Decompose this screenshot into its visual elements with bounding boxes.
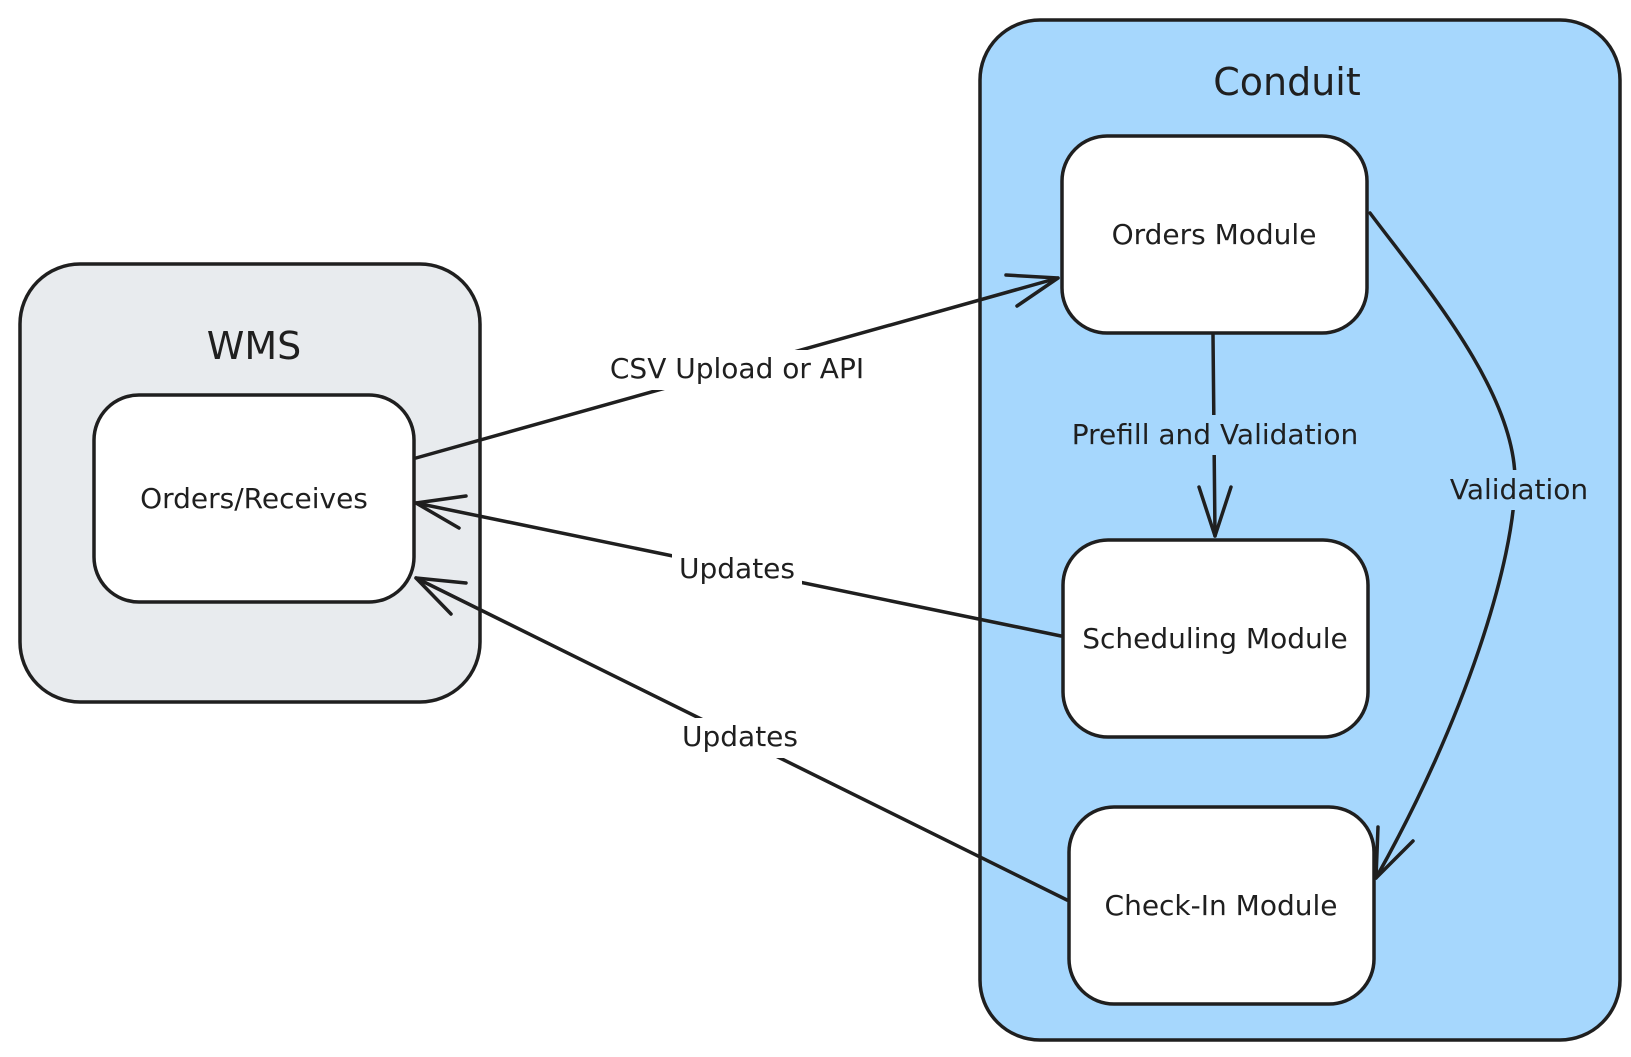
node-scheduling-module-box[interactable]: [1061, 538, 1370, 739]
node-orders-module[interactable]: Orders Module: [1060, 134, 1369, 335]
node-checkin-module-label: Check-In Module: [1105, 889, 1338, 922]
edge-validation-label-bg: [1444, 470, 1594, 510]
group-conduit-title: Conduit: [1213, 60, 1361, 104]
edge-csv-upload: CSV Upload or API: [414, 273, 1060, 460]
edge-prefill-validation-label: Prefill and Validation: [1072, 418, 1358, 451]
edge-prefill-validation: Prefill and Validation: [1060, 333, 1370, 538]
edge-csv-upload-arrowhead: [1004, 273, 1060, 308]
edge-updates-checkin-arrowhead: [414, 576, 468, 616]
node-scheduling-module[interactable]: Scheduling Module: [1061, 538, 1370, 739]
edge-validation-label: Validation: [1450, 473, 1588, 506]
node-checkin-module[interactable]: Check-In Module: [1067, 805, 1376, 1006]
node-checkin-module-box[interactable]: [1067, 805, 1376, 1006]
edge-prefill-validation-arrowhead: [1197, 485, 1233, 538]
edge-prefill-validation-label-bg: [1060, 415, 1370, 455]
edge-csv-upload-label: CSV Upload or API: [610, 352, 864, 385]
edge-updates-checkin-label: Updates: [682, 720, 798, 753]
edge-csv-upload-label-bg: [592, 350, 882, 390]
edge-updates-checkin: Updates: [414, 576, 1069, 902]
edge-updates-scheduling-label-bg: [672, 550, 802, 590]
node-orders-module-box[interactable]: [1060, 134, 1369, 335]
edge-validation: Validation: [1368, 211, 1594, 880]
edge-updates-checkin-label-bg: [675, 718, 805, 758]
node-orders-receives-label: Orders/Receives: [140, 482, 368, 515]
edge-updates-scheduling-label: Updates: [679, 552, 795, 585]
group-wms-title: WMS: [207, 324, 301, 368]
node-scheduling-module-label: Scheduling Module: [1082, 622, 1347, 655]
edge-validation-arrowhead: [1374, 825, 1415, 880]
edge-updates-scheduling: Updates: [414, 494, 1063, 638]
node-orders-module-label: Orders Module: [1112, 218, 1317, 251]
node-orders-receives[interactable]: Orders/Receives: [92, 393, 416, 604]
node-orders-receives-box[interactable]: [92, 393, 416, 604]
edge-updates-scheduling-arrowhead: [414, 494, 468, 530]
